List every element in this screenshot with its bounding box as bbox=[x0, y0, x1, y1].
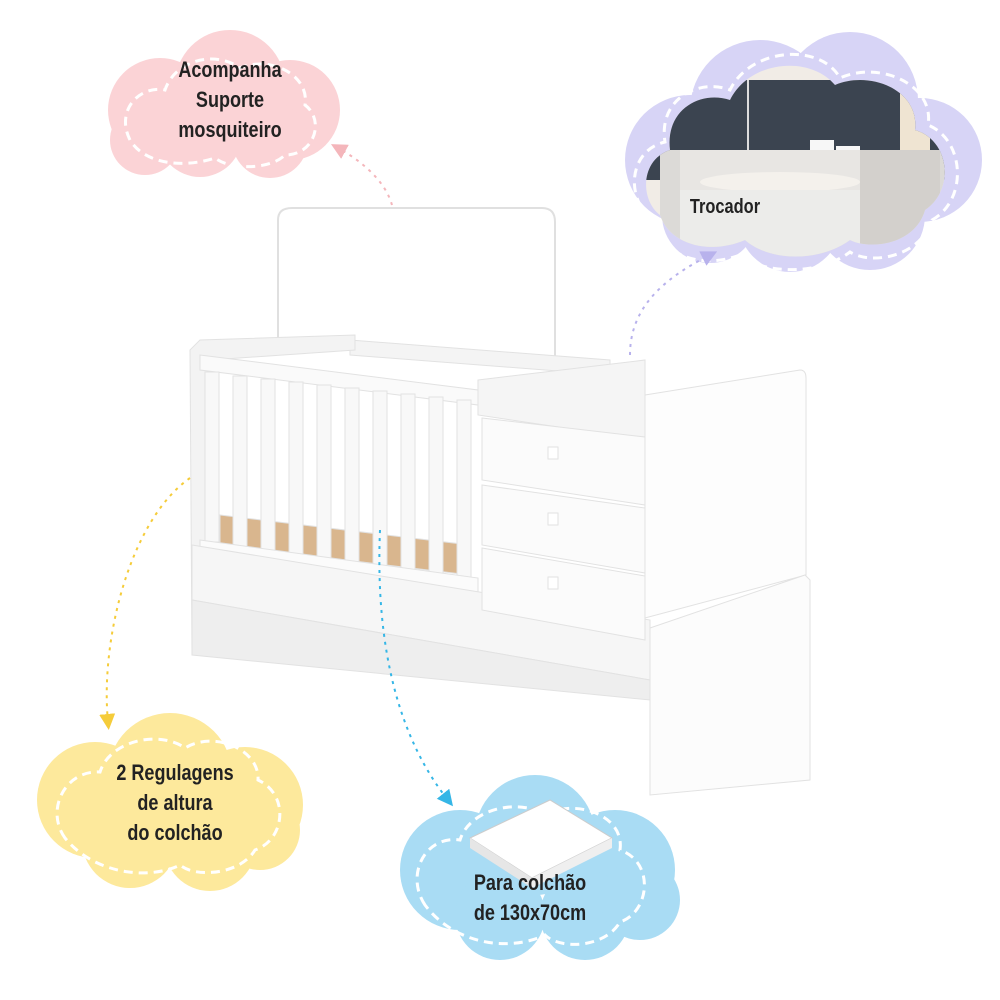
arrow-height-adjust bbox=[99, 477, 191, 730]
cloud-mosquito-support bbox=[108, 30, 340, 178]
label-changing-table: Trocador bbox=[684, 192, 766, 222]
label-line: Acompanha bbox=[178, 57, 282, 82]
label-line: mosquiteiro bbox=[178, 117, 282, 142]
label-line: de altura bbox=[137, 790, 213, 815]
arrow-changing-table bbox=[629, 251, 718, 356]
label-line: de 130x70cm bbox=[473, 900, 587, 925]
crib-illustration bbox=[189, 207, 811, 796]
label-height-adjust: 2 Regulagens de altura do colchão bbox=[93, 758, 257, 848]
label-line: Para colchão bbox=[473, 870, 587, 895]
label-mattress: Para colchão de 130x70cm bbox=[448, 868, 612, 928]
label-line: do colchão bbox=[127, 820, 223, 845]
label-mosquito-support: Acompanha Suporte mosquiteiro bbox=[148, 55, 312, 145]
changing-table-photo bbox=[646, 65, 945, 257]
cloud-height-adjust bbox=[37, 713, 303, 891]
label-line: 2 Regulagens bbox=[116, 760, 234, 785]
label-line: Trocador bbox=[689, 196, 761, 218]
cloud-changing-table bbox=[625, 32, 982, 272]
mattress-icon bbox=[468, 799, 614, 888]
arrow-mosquito-support bbox=[330, 144, 393, 206]
label-line: Suporte bbox=[195, 87, 265, 112]
cloud-mattress bbox=[400, 775, 680, 960]
